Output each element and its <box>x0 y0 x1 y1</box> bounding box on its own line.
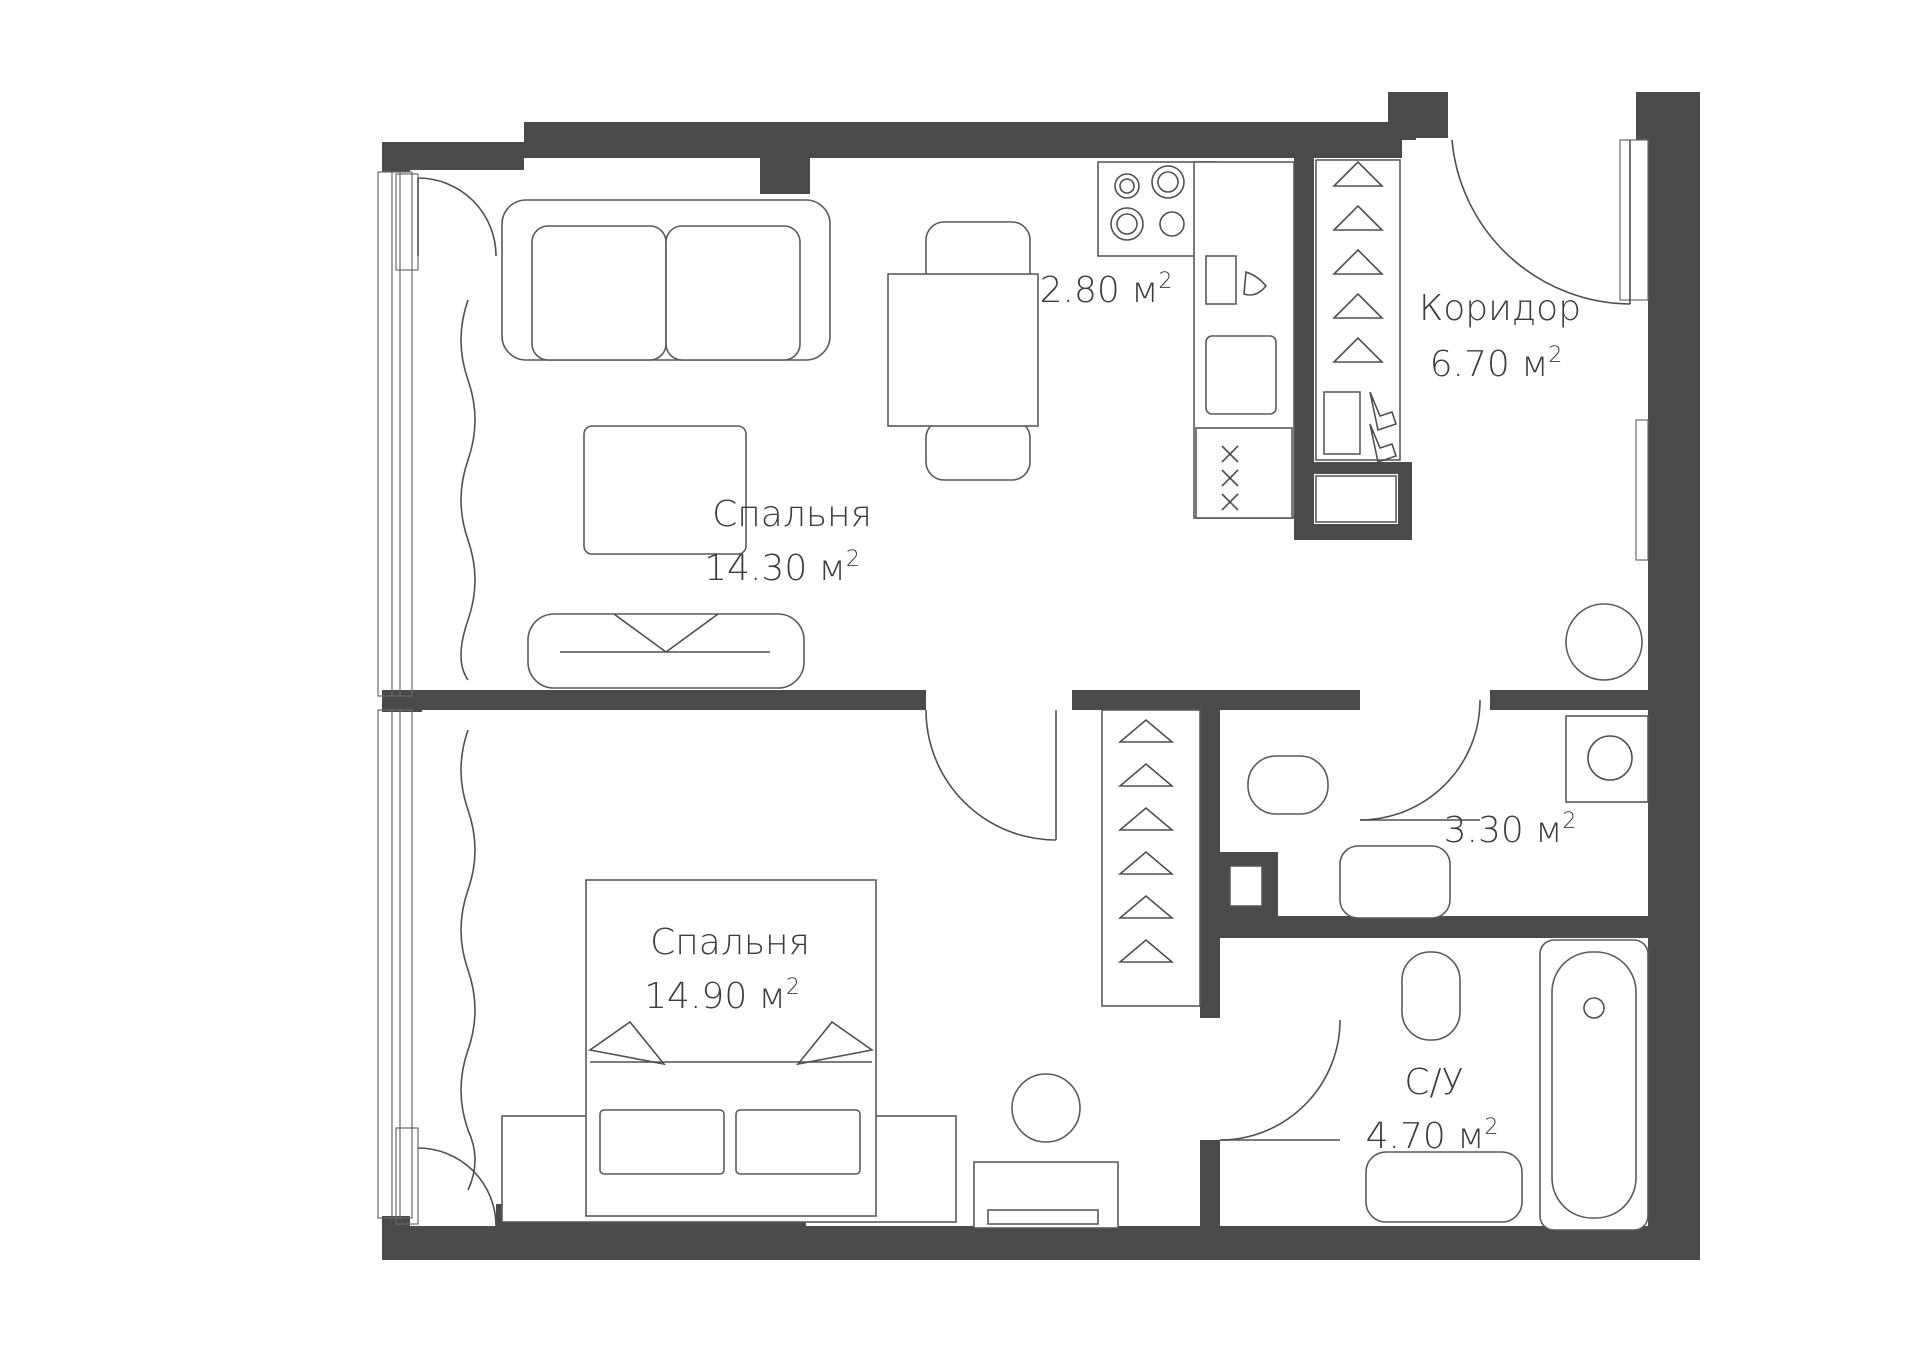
window-frame-bottom <box>377 709 413 1219</box>
wall-right <box>1648 92 1700 1260</box>
basin-upper <box>1339 845 1451 919</box>
wall-mid-left <box>422 690 926 710</box>
basin-lower <box>1365 1151 1523 1223</box>
wall-left-top-stub <box>382 142 410 172</box>
door-swing-bedroom2 <box>925 709 1057 841</box>
entry-door-frame <box>1619 139 1649 301</box>
room-area-bedroom1: 14.30 м2 <box>704 547 860 589</box>
bedroom2-wardrobe <box>1101 709 1201 1007</box>
kitchen <box>1097 161 1295 519</box>
dining-table <box>887 221 1039 481</box>
round-table-corridor <box>1565 603 1643 681</box>
bed <box>501 879 957 1223</box>
door-swing-bath-lower <box>1219 1019 1341 1141</box>
wall-top-corner <box>1402 122 1416 140</box>
curtain-bottom <box>460 729 476 1191</box>
coffee-machine <box>1205 255 1237 305</box>
room-area-bathroom: 4.70 м2 <box>1366 1115 1499 1157</box>
coffee-table <box>583 425 747 555</box>
wall-top-stub <box>1388 92 1448 138</box>
right-window <box>1635 419 1649 561</box>
wardrobe-box <box>1315 475 1397 523</box>
bathroom-lower <box>1219 939 1649 1231</box>
wardrobe-corridor <box>1315 159 1401 464</box>
room-area-bath-upper: 3.30 м2 <box>1444 809 1577 851</box>
wall-left-mid-stub <box>382 690 422 712</box>
wall-bath-horizontal2 <box>1218 920 1650 938</box>
door-swing-balcony-top <box>417 177 497 257</box>
room-name-corridor: Коридор <box>1419 288 1581 329</box>
balcony-door-top <box>395 173 419 271</box>
bathroom-upper <box>1247 699 1649 919</box>
door-swing-entry <box>1451 139 1631 305</box>
wall-top-pillar <box>760 122 810 194</box>
door-swing-balcony-bottom <box>417 1147 497 1227</box>
window-frame-top <box>377 171 413 697</box>
door-swing-bath-upper <box>1359 699 1481 821</box>
room-area-corridor: 6.70 м2 <box>1430 343 1563 385</box>
room-name-bathroom: С/У <box>1404 1062 1463 1103</box>
drawer <box>987 1209 1099 1225</box>
wall-mid-right <box>1490 690 1650 710</box>
wall-wardrobe-bottom <box>1294 524 1412 540</box>
room-name-bedroom2: Спальня <box>650 922 810 963</box>
toilet-lower <box>1401 951 1461 1041</box>
dishwasher <box>1195 427 1293 519</box>
wall-bath-vertical-lower <box>1200 1140 1220 1260</box>
room-area-kitchen: 2.80 м2 <box>1040 269 1173 311</box>
room-labels: Спальня 14.30 м2 2.80 м2 Коридор 6.70 м2… <box>644 269 1581 1157</box>
wall-wardrobe-divider <box>1314 462 1412 474</box>
tv-stand <box>527 613 805 689</box>
room-name-bedroom1: Спальня <box>712 494 872 535</box>
wall-wardrobe-right <box>1398 462 1412 538</box>
wall-wardrobe-left <box>1294 156 1314 538</box>
wall-top-main <box>524 122 1402 158</box>
toilet-upper <box>1247 755 1329 815</box>
wall-bath-vertical <box>1200 700 1220 1018</box>
sink <box>1205 335 1277 415</box>
shaft-void <box>1229 865 1263 907</box>
sofa <box>501 199 831 361</box>
room-area-bedroom2: 14.90 м2 <box>644 975 800 1017</box>
round-table-bedroom2 <box>1011 1073 1081 1143</box>
washing-machine <box>1565 715 1649 803</box>
windows-left <box>377 171 497 1227</box>
balcony-door-bottom <box>395 1127 419 1225</box>
curtain-top <box>460 299 476 681</box>
